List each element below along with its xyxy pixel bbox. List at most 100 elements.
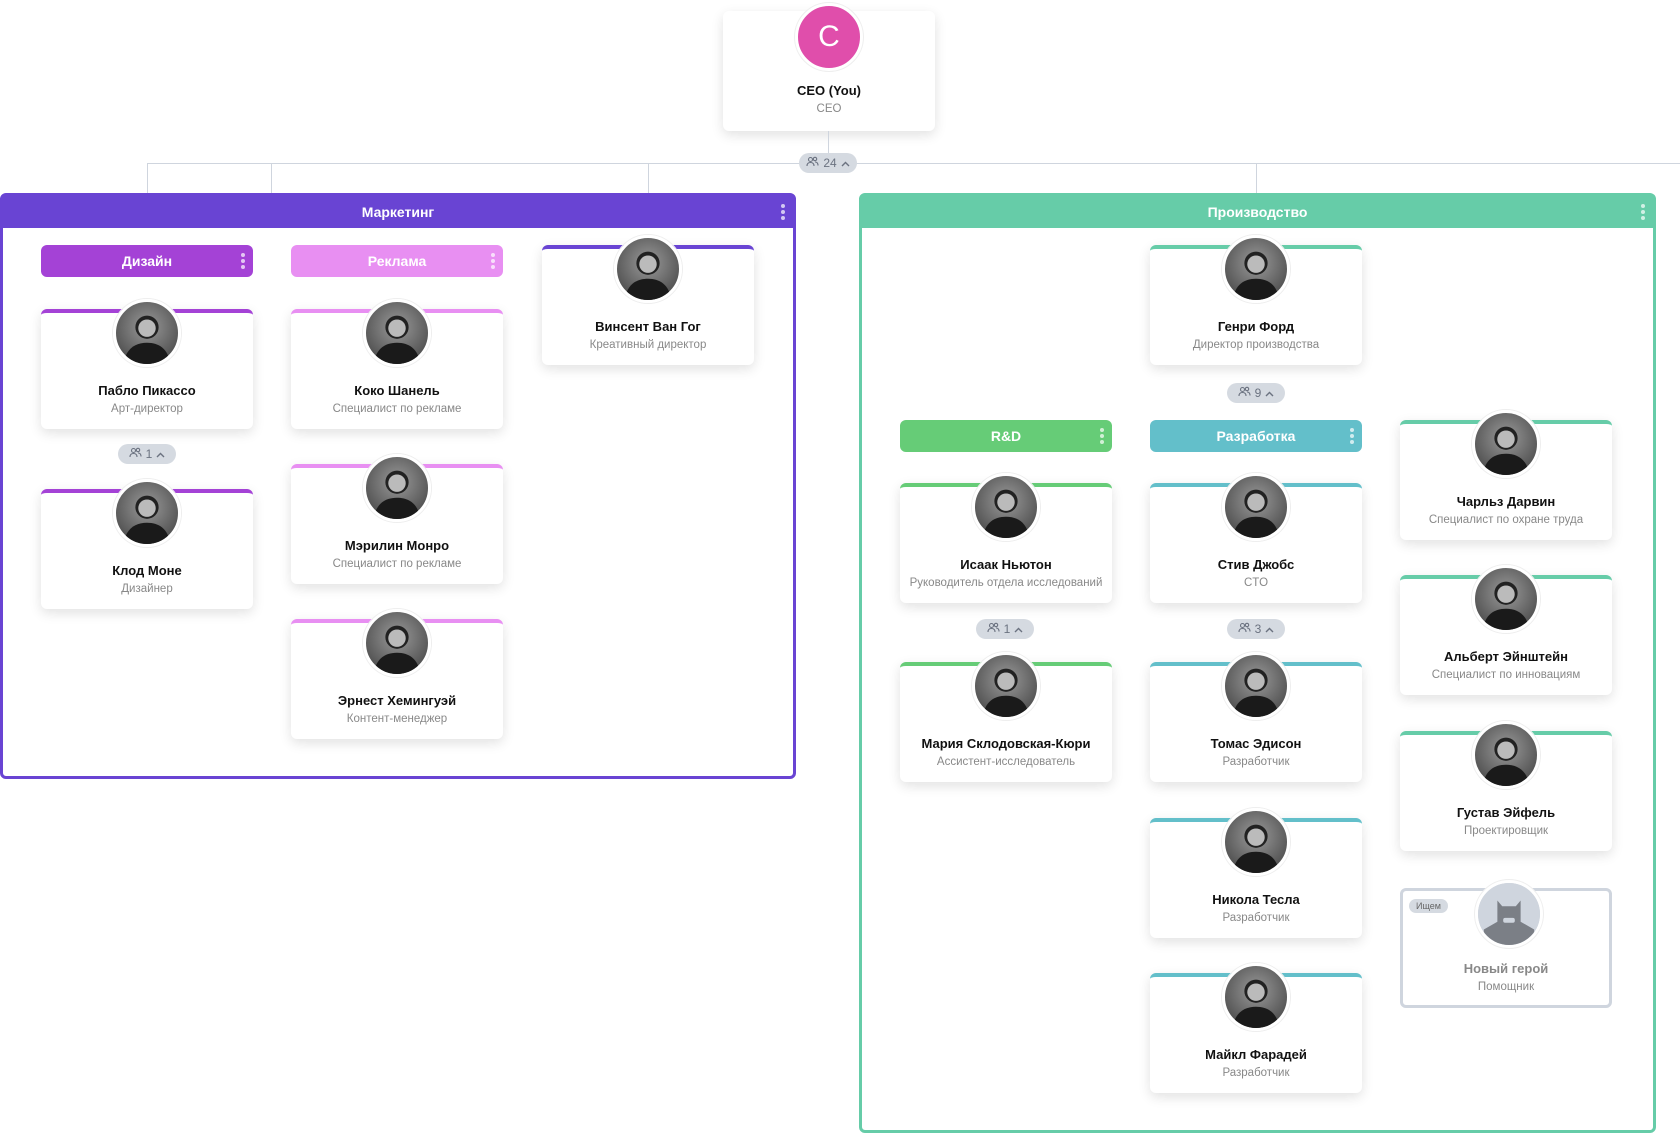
chevron-up-icon xyxy=(1014,622,1023,636)
more-options-icon[interactable] xyxy=(1641,204,1645,220)
more-options-icon[interactable] xyxy=(1100,428,1104,444)
people-icon xyxy=(987,622,1000,636)
employee-role: Руководитель отдела исследований xyxy=(909,577,1103,589)
employee-name: Пабло Пикассо xyxy=(98,383,196,398)
avatar xyxy=(1475,880,1543,948)
employee-name: Майкл Фарадей xyxy=(1205,1047,1307,1062)
employee-name: Эрнест Хемингуэй xyxy=(337,693,457,708)
avatar xyxy=(614,235,682,303)
avatar xyxy=(1222,963,1290,1031)
chevron-up-icon xyxy=(156,447,165,461)
employee-name: Стив Джобс xyxy=(1217,557,1295,572)
avatar xyxy=(1472,721,1540,789)
more-options-icon[interactable] xyxy=(781,204,785,220)
employee-name: Мария Склодовская-Кюри xyxy=(921,736,1091,751)
employee-name: Никола Тесла xyxy=(1212,892,1300,907)
employee-role: Разработчик xyxy=(1222,756,1290,768)
employee-role: Специалист по рекламе xyxy=(332,558,462,570)
employee-role: Креативный директор xyxy=(589,339,707,351)
subordinates-toggle[interactable]: 24 xyxy=(799,153,857,173)
subordinates-toggle[interactable]: 9 xyxy=(1227,383,1285,403)
ceo-name: CEO (You) xyxy=(796,83,862,98)
employee-name: Исаак Ньютон xyxy=(960,557,1052,572)
employee-name: Густав Эйфель xyxy=(1456,805,1556,820)
employee-name: Альберт Эйнштейн xyxy=(1443,649,1568,664)
department-title: Реклама xyxy=(367,253,427,269)
employee-role: Ассистент-исследователь xyxy=(936,756,1076,768)
subordinates-count: 9 xyxy=(1254,386,1262,400)
employee-role: Директор производства xyxy=(1192,339,1320,351)
avatar xyxy=(113,479,181,547)
employee-role: Дизайнер xyxy=(121,583,173,595)
more-options-icon[interactable] xyxy=(1350,428,1354,444)
section-title: Производство xyxy=(1207,204,1308,220)
more-options-icon[interactable] xyxy=(491,253,495,269)
department-title: R&D xyxy=(990,428,1022,444)
avatar xyxy=(972,473,1040,541)
employee-name: Коко Шанель xyxy=(354,383,440,398)
chevron-up-icon xyxy=(1265,622,1274,636)
department-header[interactable]: R&D xyxy=(900,420,1112,452)
more-options-icon[interactable] xyxy=(241,253,245,269)
employee-role: Разработчик xyxy=(1222,912,1290,924)
employee-role: Арт-директор xyxy=(111,403,183,415)
department-header[interactable]: Реклама xyxy=(291,245,503,277)
employee-name: Клод Моне xyxy=(112,563,182,578)
section-header: Производство xyxy=(862,196,1653,228)
avatar xyxy=(363,299,431,367)
department-header[interactable]: Разработка xyxy=(1150,420,1362,452)
avatar xyxy=(1222,652,1290,720)
employee-name: Томас Эдисон xyxy=(1210,736,1302,751)
people-icon xyxy=(129,447,142,461)
section-header: Маркетинг xyxy=(3,196,793,228)
chevron-up-icon xyxy=(1265,386,1274,400)
employee-role: CTO xyxy=(1243,577,1269,589)
employee-name: Винсент Ван Гог xyxy=(595,319,701,334)
ceo-role: CEO xyxy=(816,103,842,115)
employee-name: Мэрилин Монро xyxy=(344,538,450,553)
employee-role: Помощник xyxy=(1477,981,1535,993)
employee-role: Специалист по охране труда xyxy=(1428,514,1584,526)
vacancy-badge: Ищем xyxy=(1409,899,1448,913)
department-header[interactable]: Дизайн xyxy=(41,245,253,277)
employee-role: Специалист по рекламе xyxy=(332,403,462,415)
avatar xyxy=(1472,565,1540,633)
subordinates-count: 3 xyxy=(1254,622,1262,636)
avatar xyxy=(363,454,431,522)
avatar xyxy=(1222,235,1290,303)
avatar xyxy=(1222,808,1290,876)
subordinates-toggle[interactable]: 1 xyxy=(118,444,176,464)
avatar xyxy=(363,609,431,677)
chevron-up-icon xyxy=(841,156,850,170)
subordinates-toggle[interactable]: 1 xyxy=(976,619,1034,639)
ceo-card[interactable]: C CEO (You) CEO xyxy=(723,3,935,131)
avatar xyxy=(1222,473,1290,541)
avatar xyxy=(1472,410,1540,478)
subordinates-count: 1 xyxy=(1003,622,1011,636)
employee-role: Разработчик xyxy=(1222,1067,1290,1079)
avatar xyxy=(113,299,181,367)
subordinates-toggle[interactable]: 3 xyxy=(1227,619,1285,639)
section-title: Маркетинг xyxy=(361,204,435,220)
department-title: Разработка xyxy=(1216,428,1296,444)
employee-name: Новый герой xyxy=(1463,961,1549,976)
employee-name: Генри Форд xyxy=(1217,319,1295,334)
subordinates-count: 24 xyxy=(823,156,837,170)
